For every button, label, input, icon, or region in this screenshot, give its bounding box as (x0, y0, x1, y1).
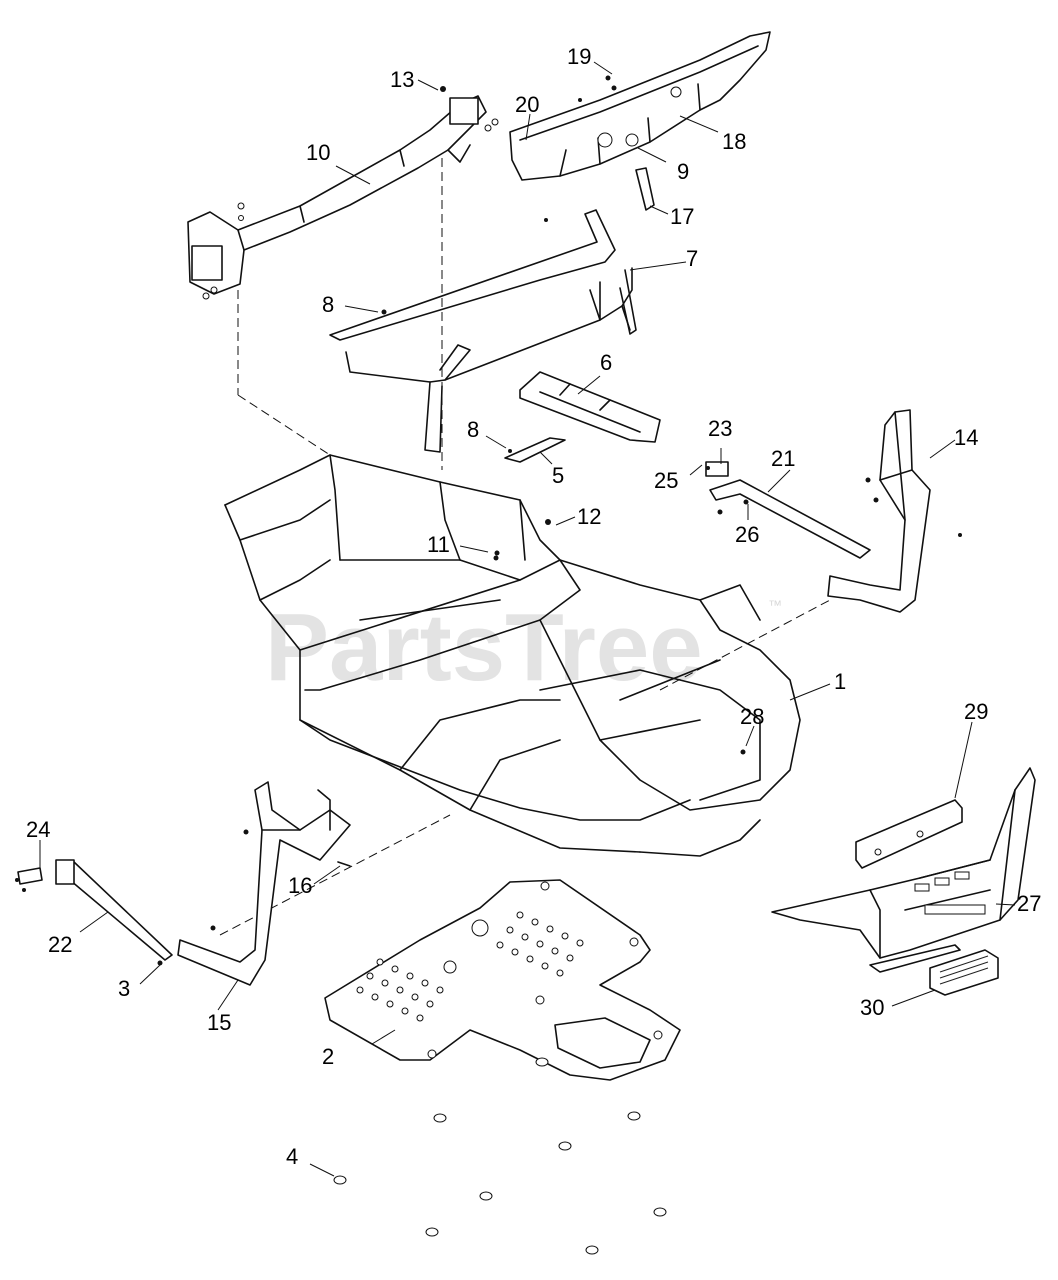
callout-20: 20 (515, 92, 539, 117)
dash-line-d (659, 599, 831, 691)
fastener-4b (433, 1113, 447, 1123)
part-22-left-bar (55, 859, 173, 961)
watermark-text: PartsTree (265, 594, 703, 701)
callout-8a: 8 (322, 292, 334, 317)
callout-19: 19 (567, 44, 591, 69)
callout-5: 5 (552, 463, 564, 488)
callout-7: 7 (686, 246, 698, 271)
callout-1: 1 (834, 669, 846, 694)
fastener-4d (627, 1111, 641, 1121)
dash-line-b (237, 394, 331, 456)
callout-25: 25 (654, 468, 678, 493)
callout-26: 26 (735, 522, 759, 547)
callout-10: 10 (306, 140, 330, 165)
callout-6: 6 (600, 350, 612, 375)
callout-23: 23 (708, 416, 732, 441)
callout-29: 29 (964, 699, 988, 724)
part-4-fasteners (333, 1057, 667, 1255)
fastener-4e (479, 1191, 493, 1201)
part-7-upper-frame (329, 209, 637, 453)
part-21-support-bar (705, 461, 871, 559)
fastener-4a (333, 1175, 347, 1185)
watermark: PartsTree ™ (265, 594, 782, 701)
callout-21: 21 (771, 446, 795, 471)
fastener-4f (653, 1207, 667, 1217)
callout-15: 15 (207, 1010, 231, 1035)
callout-28: 28 (740, 704, 764, 729)
fastener-4h (585, 1245, 599, 1255)
fastener-4g (425, 1227, 439, 1237)
callout-13: 13 (390, 67, 414, 92)
part-6-center-panel (519, 371, 661, 443)
callout-8b: 8 (467, 417, 479, 442)
part-17-bracket (635, 167, 655, 211)
part-10-rear-frame-rail (187, 86, 499, 300)
fastener-4i (535, 1057, 549, 1067)
callout-27: 27 (1017, 891, 1041, 916)
callout-24: 24 (26, 817, 50, 842)
callout-12: 12 (577, 504, 601, 529)
callout-9: 9 (677, 159, 689, 184)
part-30-grille-plate (929, 949, 999, 996)
callout-4: 4 (286, 1144, 298, 1169)
skid-plate-hole-grid (356, 911, 584, 1022)
callout-18: 18 (722, 129, 746, 154)
callout-22: 22 (48, 932, 72, 957)
fastener-4c (558, 1141, 572, 1151)
callout-11: 11 (427, 532, 450, 557)
part-2-skid-plate (324, 879, 681, 1081)
leader-lines (39, 61, 1016, 1177)
part-1-main-chassis (224, 454, 801, 857)
part-29-bumper-plate (855, 799, 963, 869)
callout-16: 16 (288, 873, 312, 898)
callout-17: 17 (670, 204, 694, 229)
part-18-front-panel (509, 31, 771, 181)
part-14-right-tube (827, 409, 962, 613)
callout-30: 30 (860, 995, 884, 1020)
callout-14: 14 (954, 425, 978, 450)
part-5-bracket (504, 437, 566, 463)
callout-labels: 1 2 3 4 5 6 7 8 8 9 10 11 12 13 14 15 16… (26, 44, 1041, 1169)
callout-3: 3 (118, 976, 130, 1001)
misc-fasteners (15, 449, 749, 966)
callout-2: 2 (322, 1044, 334, 1069)
part-27-front-bumper (771, 767, 1036, 973)
part-15-left-tube (177, 781, 351, 986)
part-24-bracket (17, 867, 43, 885)
watermark-tm: ™ (768, 597, 782, 613)
